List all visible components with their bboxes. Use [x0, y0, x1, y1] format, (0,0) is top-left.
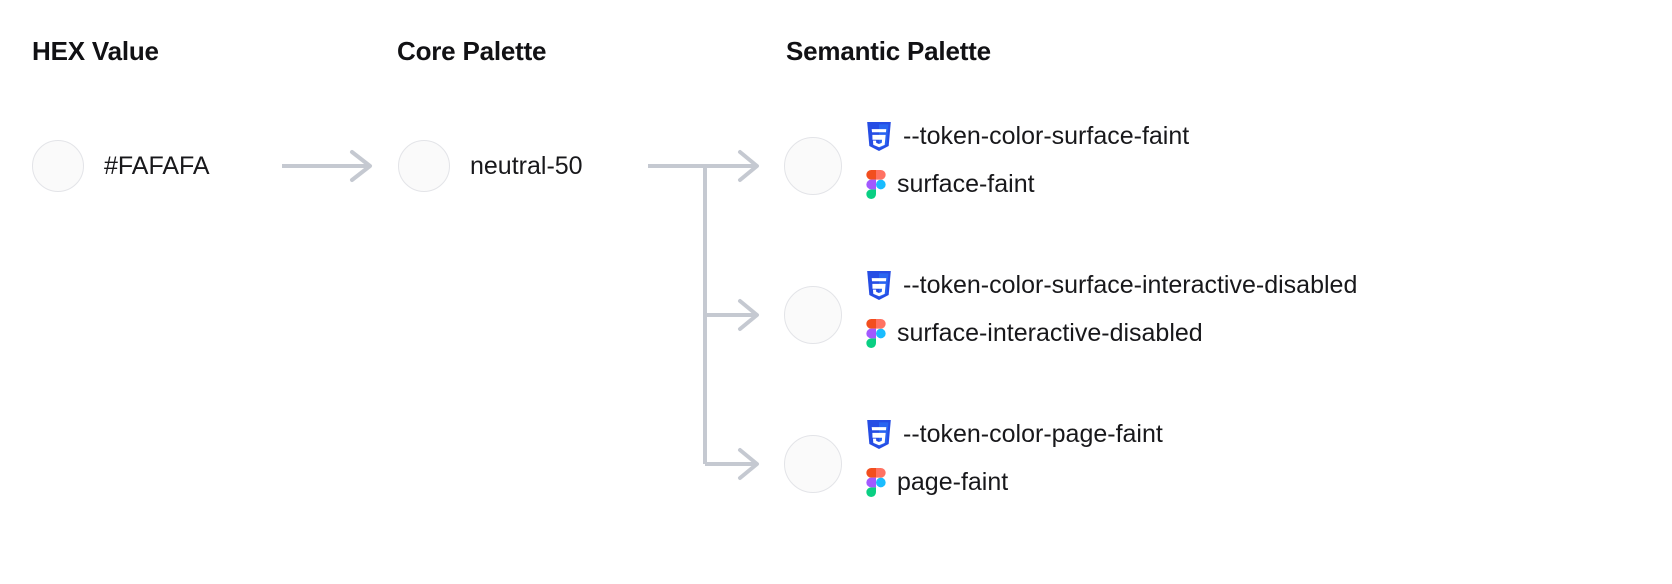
core-palette-label: neutral-50: [470, 152, 583, 180]
figma-icon: [866, 169, 886, 199]
swatch-semantic-surface-faint[interactable]: [784, 137, 842, 195]
css3-icon: [867, 121, 891, 151]
css-token-line: --token-color-surface-interactive-disabl…: [866, 261, 1666, 309]
swatch-semantic-surface-interactive-disabled[interactable]: [784, 286, 842, 344]
swatch-core-palette[interactable]: [398, 140, 450, 192]
swatch-hex-value[interactable]: [32, 140, 84, 192]
figma-token-label: surface-faint: [897, 169, 1035, 198]
figma-token-line: surface-interactive-disabled: [866, 309, 1666, 357]
css-token-label: --token-color-surface-interactive-disabl…: [903, 270, 1358, 299]
figma-icon: [866, 318, 886, 348]
column-header-core-palette: Core Palette: [397, 36, 547, 66]
css-token-line: --token-color-page-faint: [866, 410, 1666, 458]
figma-icon: [866, 467, 886, 497]
figma-token-line: page-faint: [866, 458, 1666, 506]
figma-token-line: surface-faint: [866, 160, 1666, 208]
column-header-hex-value: HEX Value: [32, 36, 159, 66]
css3-icon: [867, 419, 891, 449]
column-header-semantic-palette: Semantic Palette: [786, 36, 991, 66]
css-token-label: --token-color-page-faint: [903, 419, 1163, 448]
figma-token-label: page-faint: [897, 467, 1009, 496]
hex-value-label: #FAFAFA: [104, 152, 210, 180]
css-token-line: --token-color-surface-faint: [866, 112, 1666, 160]
swatch-semantic-page-faint[interactable]: [784, 435, 842, 493]
semantic-token-group: --token-color-surface-interactive-disabl…: [866, 261, 1666, 357]
css-token-label: --token-color-surface-faint: [903, 121, 1190, 150]
css3-icon: [867, 270, 891, 300]
figma-token-label: surface-interactive-disabled: [897, 318, 1203, 347]
semantic-token-group: --token-color-surface-faint surface-fain…: [866, 112, 1666, 208]
semantic-token-group: --token-color-page-faint page-faint: [866, 410, 1666, 506]
